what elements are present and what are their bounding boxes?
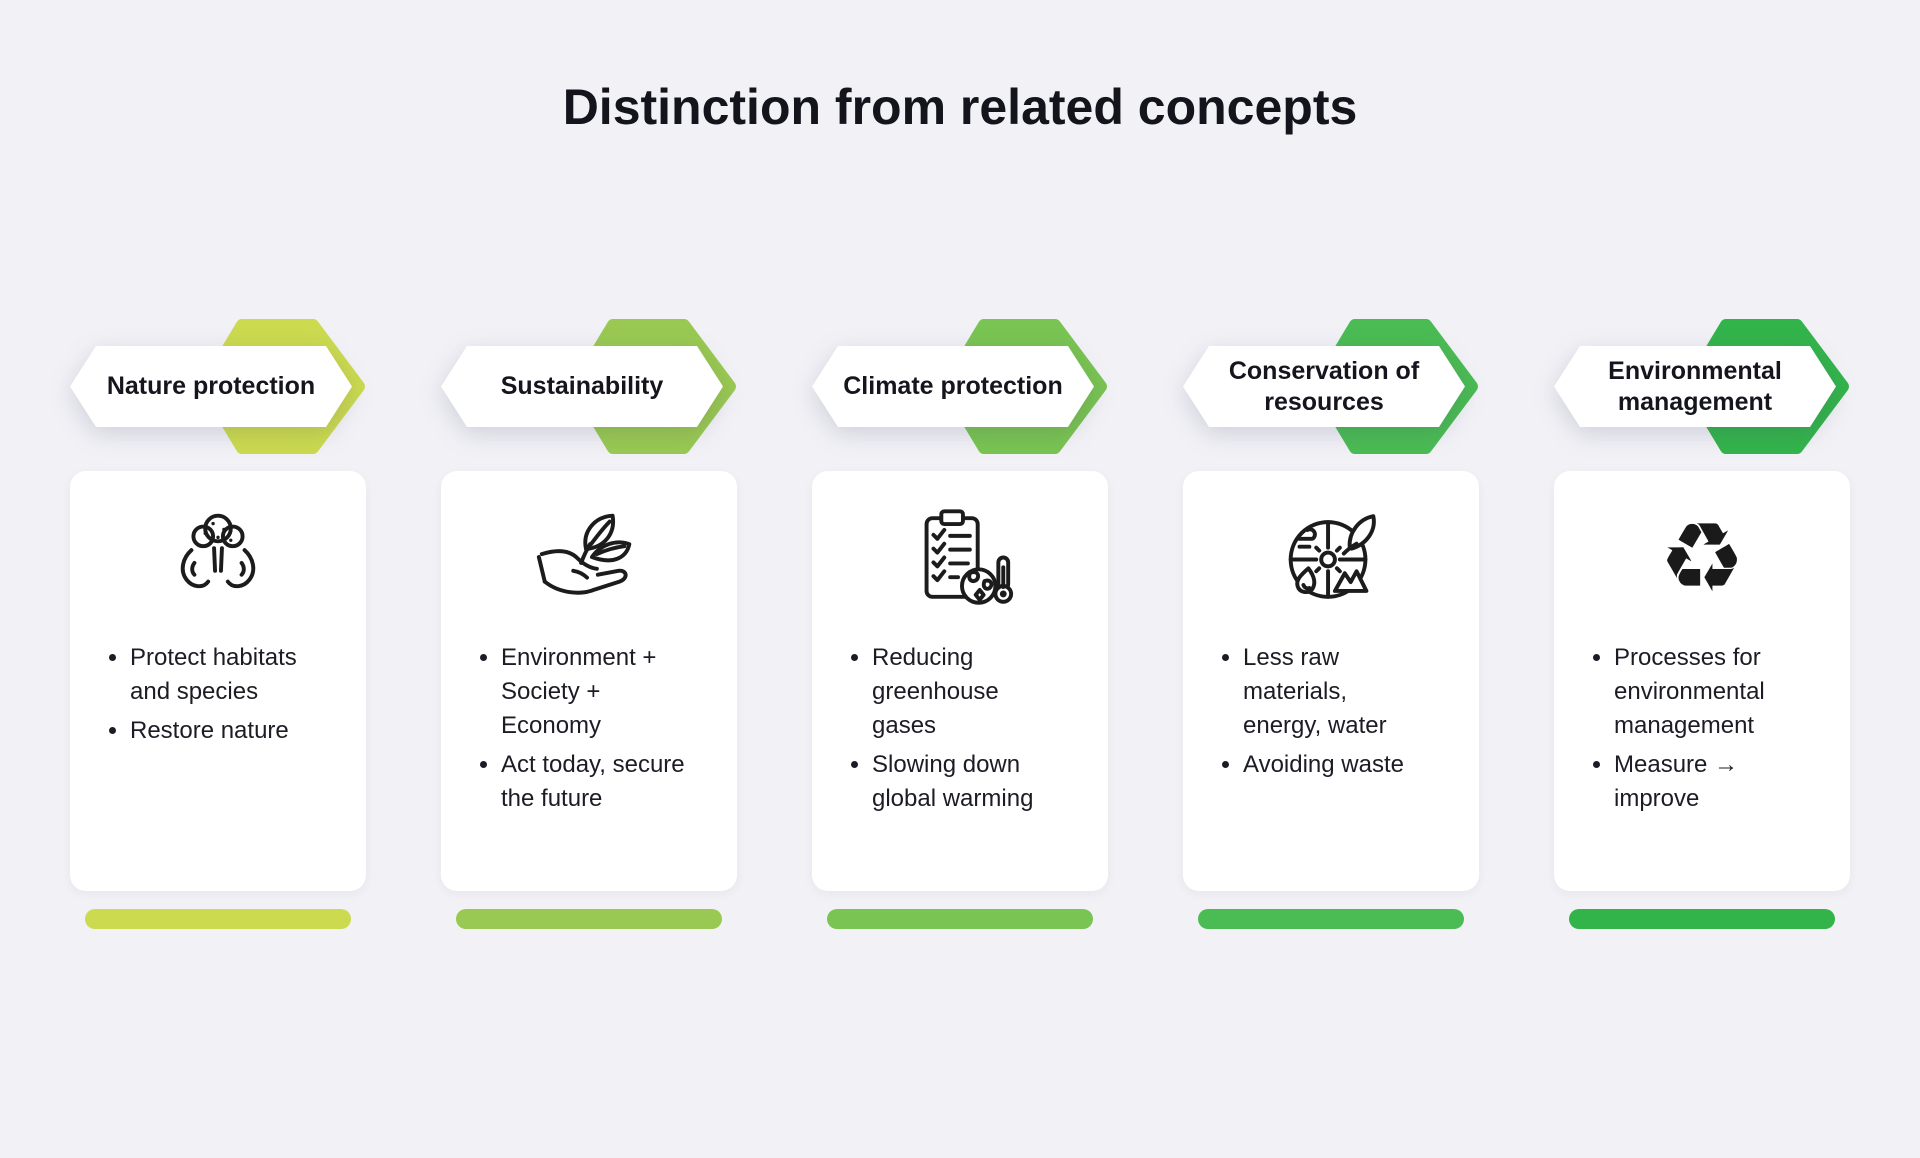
bullet-item: Avoiding waste bbox=[1243, 748, 1427, 782]
column-header: Environmental management bbox=[1554, 318, 1850, 455]
column-environmental-management: Environmental management ♻ Processes for… bbox=[1554, 318, 1850, 929]
accent-bar bbox=[85, 909, 351, 929]
header-title: Environmental management bbox=[1554, 346, 1836, 427]
concept-card: Environment + Society + Economy Act toda… bbox=[441, 471, 737, 891]
hands-holding-tree-icon bbox=[104, 497, 332, 619]
accent-bar bbox=[456, 909, 722, 929]
header-title: Conservation of resources bbox=[1183, 346, 1465, 427]
header-title: Sustainability bbox=[441, 346, 723, 427]
column-sustainability: Sustainability Environment + Society bbox=[441, 318, 737, 929]
header-label-arrow: Conservation of resources bbox=[1183, 346, 1465, 427]
concept-card: Less raw materials, energy, water Avoidi… bbox=[1183, 471, 1479, 891]
accent-bar bbox=[1198, 909, 1464, 929]
bullet-item: Slowing down global warming bbox=[872, 748, 1056, 816]
bullet-item: Measure → improve bbox=[1614, 748, 1798, 816]
bullet-item: Act today, secure the future bbox=[501, 748, 685, 816]
concept-columns-row: Nature protection bbox=[70, 318, 1850, 929]
column-header: Climate protection bbox=[812, 318, 1108, 455]
bullet-item: Restore nature bbox=[130, 714, 314, 748]
bullet-item: Environment + Society + Economy bbox=[501, 641, 685, 743]
header-title: Nature protection bbox=[70, 346, 352, 427]
header-label-arrow: Nature protection bbox=[70, 346, 352, 427]
recycling-glyph: ♻ bbox=[1658, 502, 1746, 614]
climate-checklist-globe-icon bbox=[846, 497, 1074, 619]
bullet-item: Processes for environmental management bbox=[1614, 641, 1798, 743]
bullet-list: Reducing greenhouse gases Slowing down g… bbox=[846, 641, 1074, 816]
header-title: Climate protection bbox=[812, 346, 1094, 427]
hand-holding-sprout-icon bbox=[475, 497, 703, 619]
bullet-list: Environment + Society + Economy Act toda… bbox=[475, 641, 703, 816]
concept-card: ♻ Processes for environmental management… bbox=[1554, 471, 1850, 891]
header-label-arrow: Sustainability bbox=[441, 346, 723, 427]
accent-bar bbox=[827, 909, 1093, 929]
page-title: Distinction from related concepts bbox=[562, 79, 1358, 135]
bullet-list: Processes for environmental management M… bbox=[1588, 641, 1816, 816]
accent-bar bbox=[1569, 909, 1835, 929]
bullet-item: Protect habitats and species bbox=[130, 641, 314, 709]
bullet-item: Less raw materials, energy, water bbox=[1243, 641, 1427, 743]
bullet-item: Reducing greenhouse gases bbox=[872, 641, 1056, 743]
recycling-symbol-icon: ♻ bbox=[1588, 497, 1816, 619]
concept-card: Protect habitats and species Restore nat… bbox=[70, 471, 366, 891]
header-label-arrow: Climate protection bbox=[812, 346, 1094, 427]
column-climate-protection: Climate protection bbox=[812, 318, 1108, 929]
resources-wheel-icon bbox=[1217, 497, 1445, 619]
column-header: Conservation of resources bbox=[1183, 318, 1479, 455]
bullet-list: Protect habitats and species Restore nat… bbox=[104, 641, 332, 748]
column-conservation-of-resources: Conservation of resources bbox=[1183, 318, 1479, 929]
concept-card: Reducing greenhouse gases Slowing down g… bbox=[812, 471, 1108, 891]
bullet-list: Less raw materials, energy, water Avoidi… bbox=[1217, 641, 1445, 782]
header-label-arrow: Environmental management bbox=[1554, 346, 1836, 427]
column-header: Sustainability bbox=[441, 318, 737, 455]
column-nature-protection: Nature protection bbox=[70, 318, 366, 929]
column-header: Nature protection bbox=[70, 318, 366, 455]
